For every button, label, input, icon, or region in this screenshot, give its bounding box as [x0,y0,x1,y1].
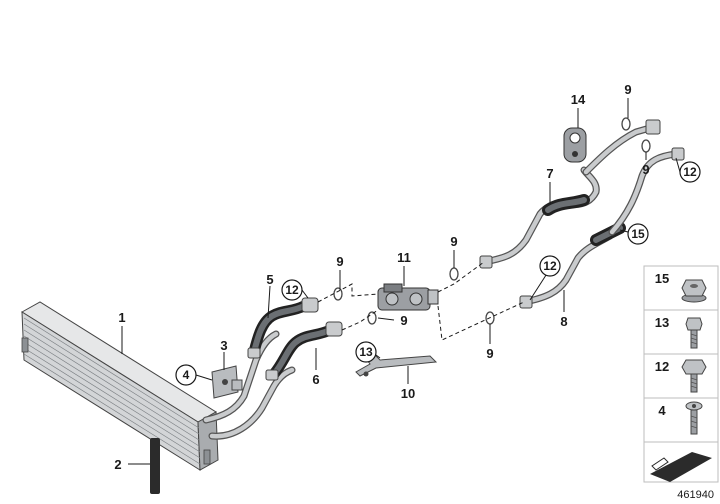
callout-2: 2 [114,457,121,472]
cooler-feed-lines [202,330,296,440]
circled-callouts [175,161,701,386]
legend-label-12: 12 [655,359,669,374]
callout-9: 9 [624,82,631,97]
legend-row-15 [643,265,719,311]
callout-7: 7 [546,166,553,181]
flange-nut-icon [681,279,707,303]
legend-label-13: 13 [655,315,669,330]
callout-15: 15 [631,227,645,241]
callout-8: 8 [560,314,567,329]
callout-9: 9 [486,346,493,361]
callout-12: 12 [683,165,697,179]
rubber-pad [150,438,160,494]
callout-9: 9 [642,162,649,177]
callout-9: 9 [336,254,343,269]
oil-cooler-hose-5 [247,297,319,359]
legend-label-15: 15 [655,271,669,286]
legend-row-13 [643,309,719,355]
callout-6: 6 [312,372,319,387]
callout-4: 4 [183,368,190,382]
callout-9: 9 [450,234,457,249]
oil-cooler-pipe-7 [479,166,600,269]
radiator-bracket [211,365,243,399]
callout-13: 13 [359,345,373,359]
engine-side-lines [582,119,685,236]
flange-bolt-icon [685,317,703,349]
callout-12: 12 [285,283,299,297]
fastener-legend: 15 13 12 4 [643,265,719,483]
callout-1: 1 [118,310,125,325]
assembly-lines [317,261,525,341]
diagram-number: 461940 [677,489,714,501]
legend-label-4: 4 [658,403,666,418]
leader-lines [121,98,681,465]
callout-3: 3 [220,338,227,353]
callout-5: 5 [266,272,273,287]
pad-icon [650,452,712,482]
pipe-holder [563,127,587,163]
legend-row-12 [643,353,719,399]
oil-cooler-pipe-8 [519,222,626,309]
callout-9: 9 [400,313,407,328]
torx-screw-icon [685,401,703,435]
hex-bolt-icon [681,359,707,393]
callout-14: 14 [571,92,586,107]
callout-10: 10 [401,386,415,401]
transmission-oil-cooler [21,301,219,471]
oil-cooler-hose-6 [265,321,343,381]
legend-row-4 [643,397,719,443]
thermostat-valve [377,283,439,311]
callout-11: 11 [397,250,411,265]
callout-12: 12 [543,259,557,273]
